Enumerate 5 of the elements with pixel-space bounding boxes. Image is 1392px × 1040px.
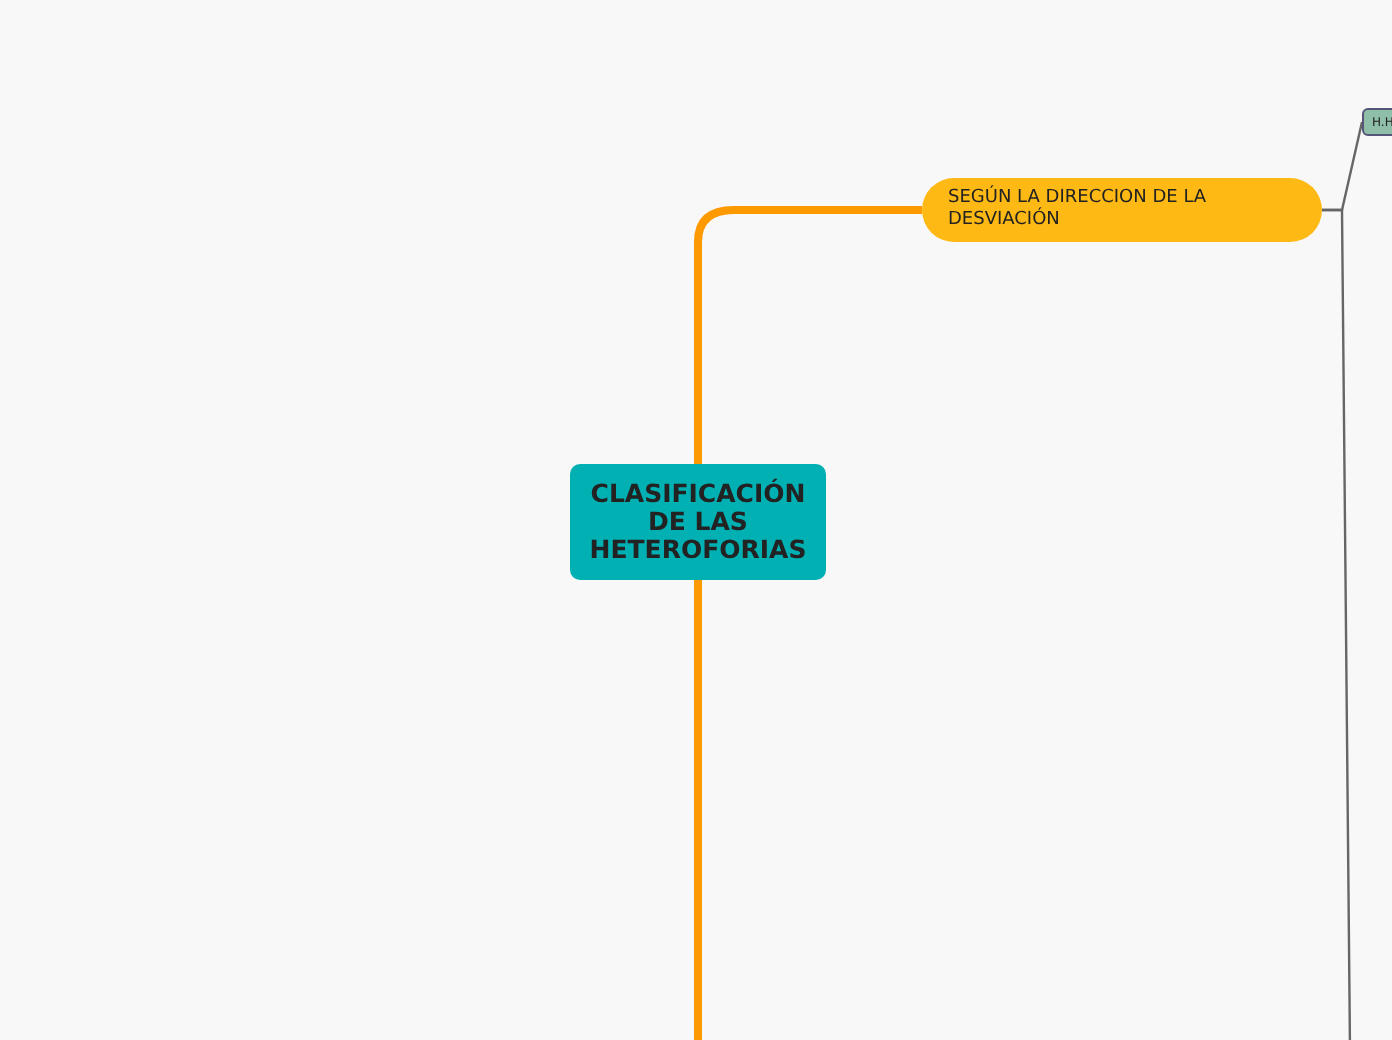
connector-line [694, 580, 702, 1040]
connector-line [1322, 208, 1352, 1040]
central-topic: CLASIFICACIÓN DE LAS HETEROFORIAS [570, 464, 826, 580]
connector-line [694, 206, 922, 464]
branch-topic: SEGÚN LA DIRECCION DE LA DESVIACIÓN [922, 178, 1322, 242]
